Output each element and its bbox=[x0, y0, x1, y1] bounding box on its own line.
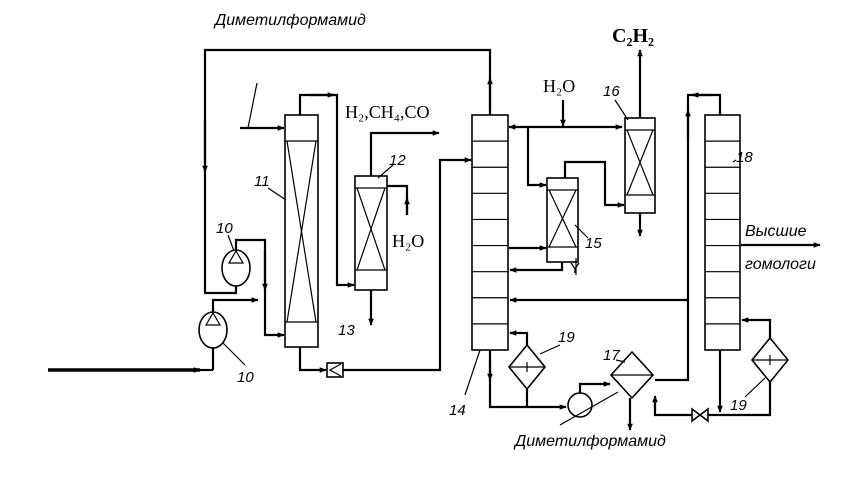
heat-exchanger-17 bbox=[609, 350, 655, 400]
column-15 bbox=[546, 177, 579, 263]
ejector-13 bbox=[326, 362, 344, 378]
valve bbox=[691, 407, 709, 423]
num-col-18: 18 bbox=[736, 149, 753, 166]
pump-10-upper bbox=[221, 249, 251, 287]
num-col-16: 16 bbox=[603, 83, 620, 100]
num-pump-lower: 10 bbox=[237, 369, 254, 386]
num-col-11: 11 bbox=[254, 173, 270, 190]
label-dmf-top: Диметилформамид bbox=[213, 12, 366, 29]
label-acetylene: C₂H₂ bbox=[612, 25, 654, 47]
heater-19-right bbox=[750, 336, 790, 384]
num-heater-19-left: 19 bbox=[558, 329, 575, 346]
label-higher-1: Высшие bbox=[745, 223, 807, 240]
label-dmf-bottom: Диметилформамид bbox=[513, 433, 666, 450]
heater-19-left bbox=[507, 343, 547, 391]
label-higher-2: гомологи bbox=[745, 256, 816, 273]
num-pump-upper: 10 bbox=[216, 220, 233, 237]
num-heat-17: 17 bbox=[603, 347, 620, 364]
column-12 bbox=[354, 175, 388, 291]
label-gases: H₂,CH₄,CO bbox=[345, 102, 430, 122]
column-11 bbox=[284, 114, 319, 348]
num-heater-19-right: 19 bbox=[730, 397, 747, 414]
pump-10-lower bbox=[198, 311, 228, 349]
feed-line bbox=[48, 348, 215, 373]
column-14 bbox=[471, 114, 509, 351]
num-col-14: 14 bbox=[449, 402, 466, 419]
column-shell bbox=[471, 114, 509, 351]
num-ejector-13: 13 bbox=[338, 322, 355, 339]
num-col-12: 12 bbox=[389, 152, 406, 169]
num-col-15: 15 bbox=[585, 235, 602, 252]
label-y-mark: Y bbox=[570, 260, 580, 277]
label-water-16: H₂O bbox=[543, 76, 575, 96]
column-18 bbox=[704, 114, 741, 351]
label-water-12: H₂O bbox=[392, 231, 424, 251]
column-16 bbox=[624, 117, 656, 214]
column-shell bbox=[704, 114, 741, 351]
